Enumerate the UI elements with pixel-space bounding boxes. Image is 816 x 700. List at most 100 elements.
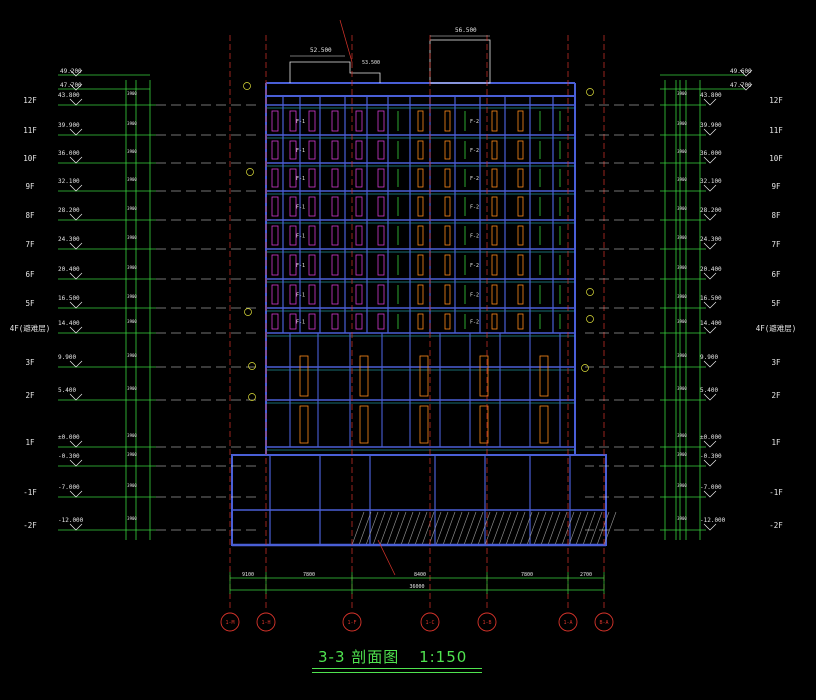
floor-label: 8F — [771, 211, 781, 220]
storey-height: 3900 — [677, 121, 687, 126]
floor-label: 8F — [25, 211, 35, 220]
roof-elevation: 49.600 — [730, 68, 752, 75]
elevation-value: 20.400 — [700, 266, 722, 273]
elevation-value: ±0.000 — [700, 434, 722, 441]
elevation-value: ±0.000 — [58, 434, 80, 441]
door — [517, 284, 524, 305]
drawing-title: 3-3 剖面图 1:150 — [312, 646, 482, 673]
window — [355, 140, 363, 160]
door — [517, 254, 524, 276]
axis-bubble — [558, 612, 578, 632]
window — [289, 140, 297, 160]
window — [377, 313, 385, 330]
storey-height: 3900 — [127, 452, 137, 457]
level-mark — [69, 360, 83, 368]
floor-label: 10F — [23, 154, 37, 163]
leader-line — [377, 539, 396, 576]
elevation-value: -7.000 — [58, 484, 80, 491]
window — [331, 284, 339, 305]
window — [271, 110, 279, 132]
foundation-hatch — [589, 511, 603, 546]
floor-label: 3F — [25, 358, 35, 367]
floor-label: -2F — [769, 521, 783, 530]
elevation-value: 20.400 — [58, 266, 80, 273]
door — [491, 313, 498, 330]
door — [517, 140, 524, 160]
foundation-hatch — [533, 511, 547, 546]
foundation-hatch — [372, 511, 386, 546]
elevation-value: -0.300 — [700, 453, 722, 460]
building-structure — [220, 35, 617, 632]
level-mark — [69, 459, 83, 467]
level-mark — [69, 490, 83, 498]
storey-height: 3900 — [677, 483, 687, 488]
door — [417, 254, 424, 276]
door — [491, 196, 498, 217]
window — [355, 313, 363, 330]
floor-label: 4F(避难层) — [10, 323, 51, 333]
elevation-value: 16.500 — [58, 295, 80, 302]
axis-label: 1-B — [482, 620, 491, 626]
level-mark — [703, 272, 717, 280]
detail-callout — [244, 308, 252, 316]
storey-height: 3900 — [127, 177, 137, 182]
level-mark — [703, 360, 717, 368]
foundation-hatch — [477, 511, 491, 546]
room-tag: F-2 — [470, 176, 479, 182]
storey-height: 3900 — [127, 353, 137, 358]
window — [377, 196, 385, 217]
door — [417, 168, 424, 188]
axis-bubble — [594, 612, 614, 632]
storey-height: 3900 — [677, 91, 687, 96]
window — [308, 284, 316, 305]
level-mark — [69, 156, 83, 164]
axis-label: 1-C — [425, 620, 434, 626]
elevation-value: -7.000 — [700, 484, 722, 491]
storey-height: 3900 — [677, 294, 687, 299]
door — [419, 355, 429, 397]
window — [355, 254, 363, 276]
detail-callout — [243, 82, 251, 90]
foundation-hatch — [568, 511, 582, 546]
floor-label: 10F — [769, 154, 783, 163]
window — [377, 140, 385, 160]
drawing-title-text: 3-3 剖面图 — [318, 648, 400, 666]
foundation-hatch — [463, 511, 477, 546]
storey-height: 3900 — [677, 265, 687, 270]
level-mark — [703, 213, 717, 221]
foundation-hatch — [379, 511, 393, 546]
floor-label: 12F — [23, 96, 37, 105]
axis-bubble — [256, 612, 276, 632]
storey-height: 3900 — [127, 483, 137, 488]
top-elevation: 52.500 — [310, 47, 332, 54]
top-elevation: 53.500 — [362, 60, 380, 66]
level-mark — [703, 98, 717, 106]
storey-height: 3900 — [677, 235, 687, 240]
roof-parapet — [289, 61, 381, 83]
level-mark — [69, 83, 83, 91]
axis-bubble — [420, 612, 440, 632]
window — [271, 140, 279, 160]
elevation-value: 24.300 — [700, 236, 722, 243]
foundation-hatch — [526, 511, 540, 546]
window — [331, 168, 339, 188]
storey-height: 3900 — [127, 516, 137, 521]
level-mark — [703, 490, 717, 498]
foundation-hatch — [519, 511, 533, 546]
level-mark — [69, 301, 83, 309]
room-tag: F-2 — [470, 205, 479, 211]
foundation-hatch — [386, 511, 400, 546]
axis-label: 1-H — [261, 620, 270, 626]
floor-label: 6F — [771, 270, 781, 279]
room-tag: F-2 — [470, 263, 479, 269]
elevation-value: 39.900 — [58, 122, 80, 129]
storey-height: 3900 — [127, 433, 137, 438]
elevation-value: -12.000 — [700, 517, 726, 524]
dim-value: 2700 — [580, 572, 592, 578]
room-tag: F-1 — [296, 234, 305, 240]
title-underline — [312, 668, 482, 673]
storey-height: 3900 — [127, 235, 137, 240]
level-mark — [69, 128, 83, 136]
